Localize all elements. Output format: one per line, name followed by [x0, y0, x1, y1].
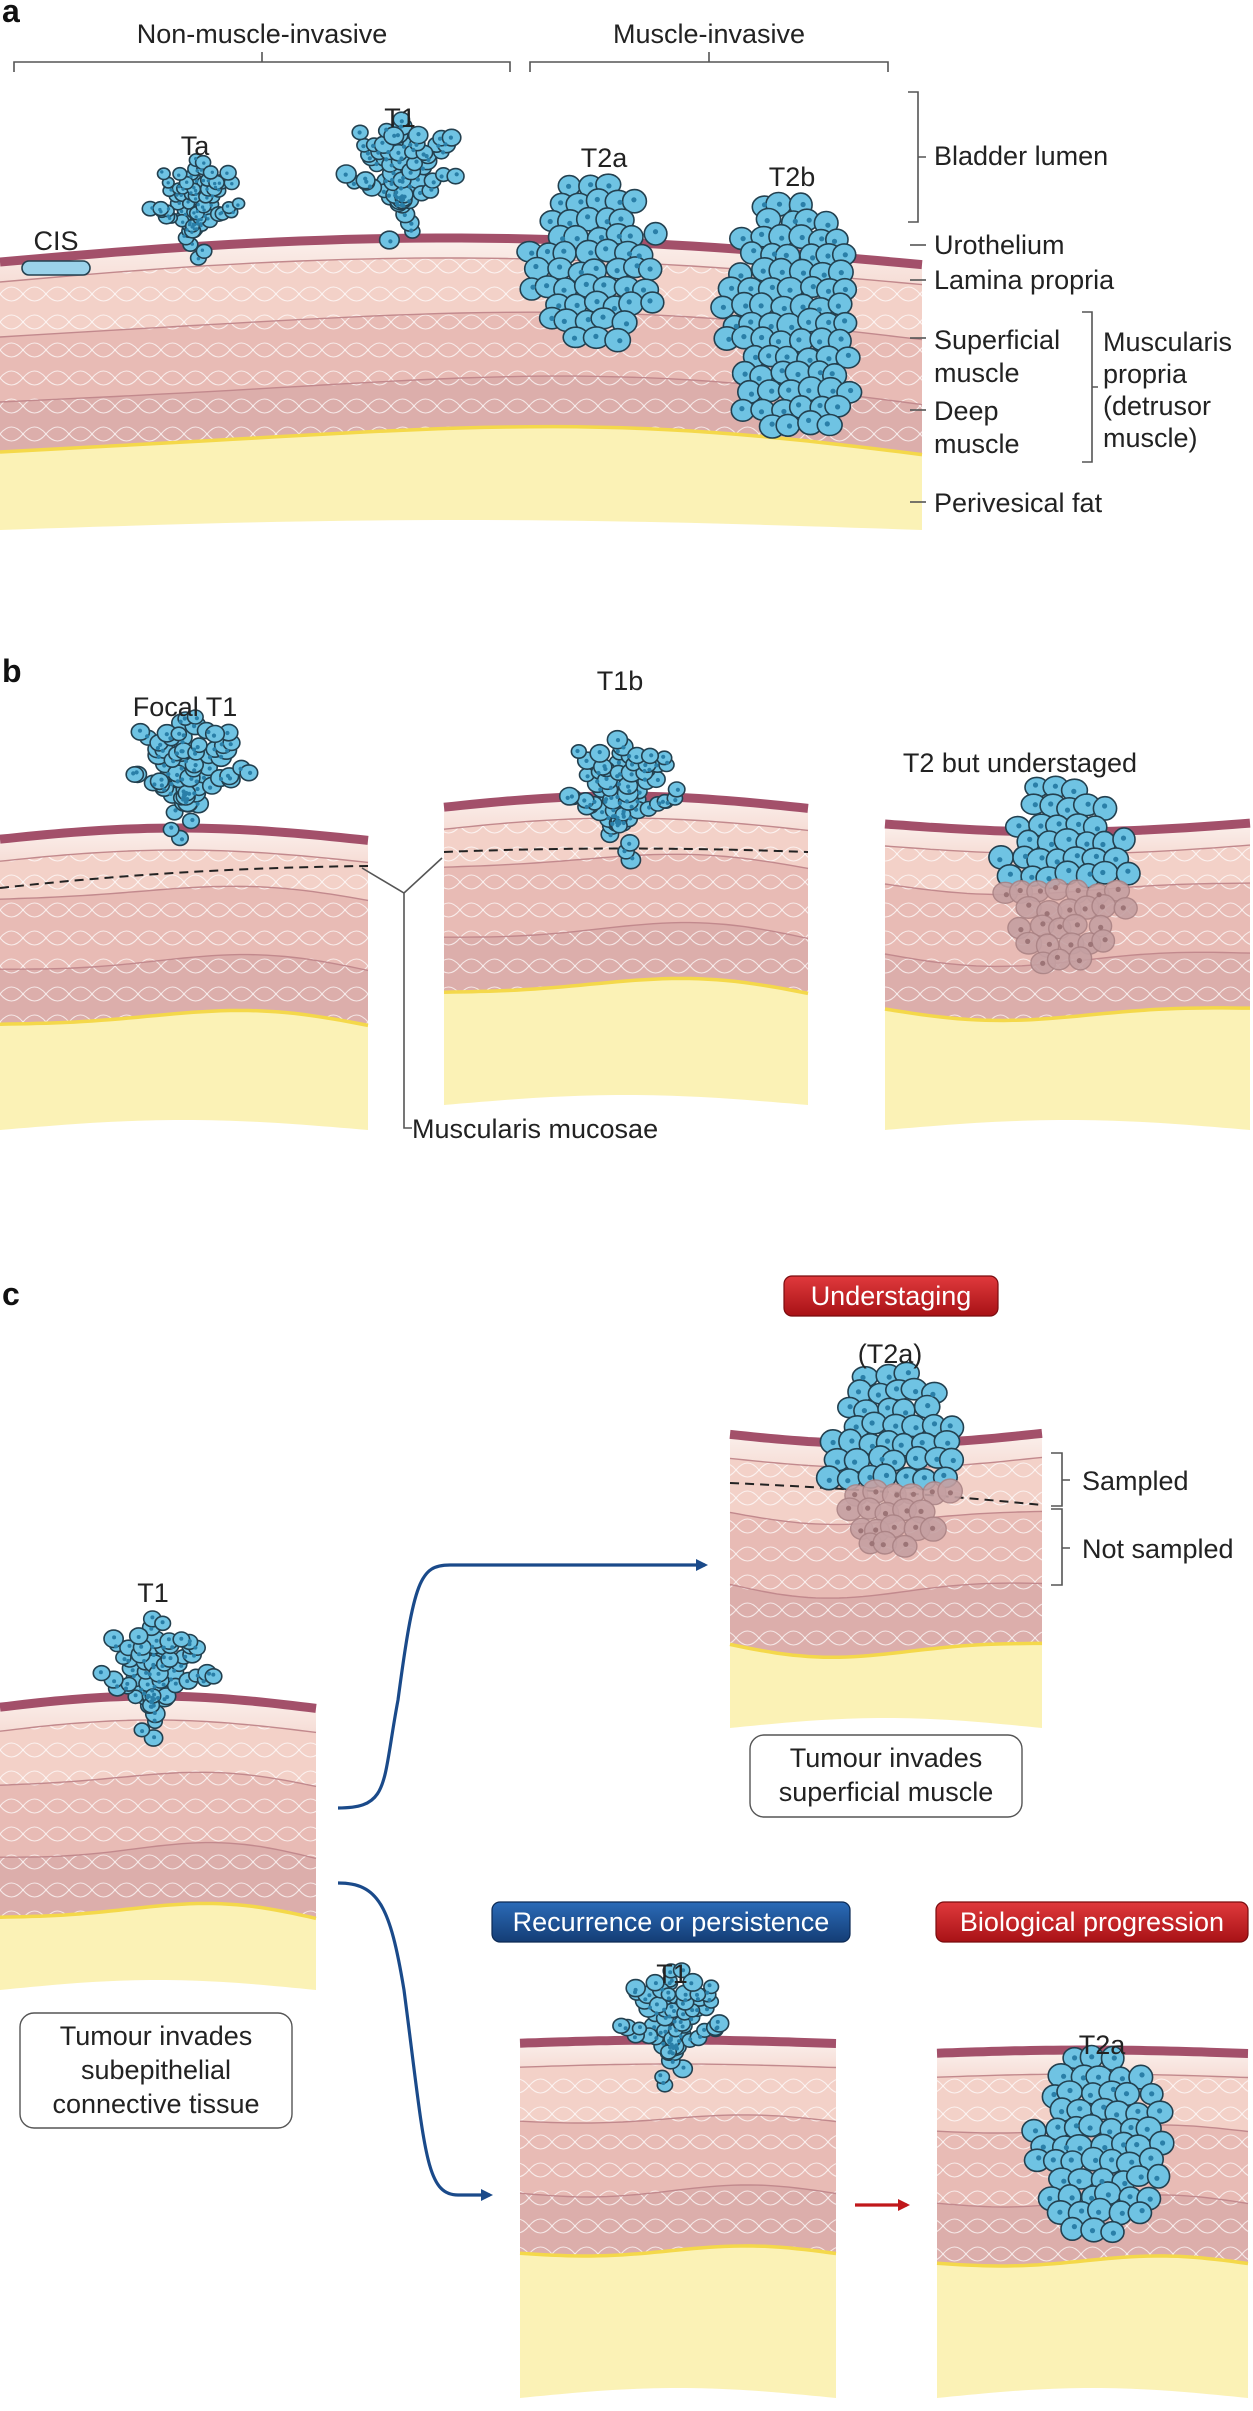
tumour-t2-understaged	[988, 775, 1141, 975]
panel-b-annotations: Focal T1 T1b T2 but understaged Muscular…	[133, 666, 1137, 1144]
tumour-progression-t2a	[1021, 2044, 1175, 2244]
label-muscularis-4: muscle)	[1103, 423, 1198, 453]
label-muscularis-2: propria	[1103, 359, 1188, 389]
group-non-muscle-invasive: Non-muscle-invasive	[137, 19, 388, 49]
tumour-t2b	[710, 191, 863, 439]
panel-letter-a: a	[2, 0, 20, 29]
label-t1b: T1b	[597, 666, 644, 696]
understaging-box-line-2: superficial muscle	[779, 1777, 994, 1807]
start-box-line-2: subepithelial	[81, 2055, 231, 2085]
layer-perivesical-fat: Perivesical fat	[934, 488, 1103, 518]
label-t1: T1	[384, 103, 416, 133]
tumour-t1-a	[335, 111, 465, 250]
label-muscularis-3: (detrusor	[1103, 391, 1211, 421]
tumour-focal-t1	[125, 709, 259, 847]
arrow-to-understaging	[337, 1559, 708, 1810]
tissue-panel-a	[0, 233, 923, 530]
label-muscularis-mucosae: Muscularis mucosae	[412, 1114, 658, 1144]
layer-bladder-lumen: Bladder lumen	[934, 141, 1108, 171]
layer-deep-muscle-1: Deep	[934, 396, 999, 426]
panel-c-annotations: T1 Tumour invades subepithelial connecti…	[19, 1275, 1249, 2211]
label-recurrence-t1: T1	[656, 1959, 688, 1989]
label-understaged-t2a: (T2a)	[858, 1339, 923, 1369]
pill-progression	[935, 1901, 1249, 1943]
pill-recurrence-text: Recurrence or persistence	[513, 1907, 830, 1937]
tumour-recurrence-t1	[612, 1962, 730, 2093]
layer-deep-muscle-2: muscle	[934, 429, 1020, 459]
tissue-blocks	[0, 233, 1251, 2398]
pill-progression-text: Biological progression	[960, 1907, 1224, 1937]
tissue-panel-b-focal	[0, 823, 369, 1130]
label-sampled: Sampled	[1082, 1466, 1189, 1496]
label-t2b: T2b	[769, 162, 816, 192]
tumour-t1b	[558, 729, 686, 870]
layer-superficial-muscle-2: muscle	[934, 358, 1020, 388]
arrow-to-recurrence	[337, 1881, 493, 2201]
label-muscularis-1: Muscularis	[1103, 327, 1232, 357]
tumour-t2a	[516, 173, 668, 353]
tissue-panel-b-t1b	[443, 791, 809, 1105]
layer-lamina-propria: Lamina propria	[934, 265, 1115, 295]
label-cis: CIS	[33, 226, 78, 256]
label-not-sampled: Not sampled	[1082, 1534, 1234, 1564]
panel-letter-b: b	[2, 653, 22, 689]
layer-superficial-muscle-1: Superficial	[934, 325, 1060, 355]
group-muscle-invasive: Muscle-invasive	[613, 19, 805, 49]
tumours	[21, 111, 1175, 2244]
tumour-understaged-t2a	[815, 1361, 965, 1558]
understaging-box-line-1: Tumour invades	[790, 1743, 983, 1773]
start-description-box	[19, 2012, 293, 2129]
label-t2-understaged: T2 but understaged	[903, 748, 1137, 778]
pill-recurrence	[491, 1901, 851, 1943]
tumour-ta	[141, 153, 246, 266]
panel-a-annotations: Non-muscle-invasive Muscle-invasive CIS …	[13, 19, 1232, 518]
label-t2a: T2a	[581, 143, 629, 173]
tissue-panel-c-recurrence	[519, 2035, 837, 2398]
cis-lesion	[21, 260, 91, 276]
tumour-start-t1	[92, 1610, 223, 1747]
label-progression-t2a: T2a	[1079, 2030, 1127, 2060]
start-box-line-3: connective tissue	[52, 2089, 259, 2119]
panel-letter-c: c	[2, 1276, 20, 1312]
pill-understaging	[783, 1275, 999, 1317]
start-box-line-1: Tumour invades	[60, 2021, 253, 2051]
label-start-t1: T1	[137, 1578, 169, 1608]
label-ta: Ta	[181, 131, 211, 161]
understaging-description-box	[749, 1734, 1023, 1818]
layer-urothelium: Urothelium	[934, 230, 1065, 260]
label-focal-t1: Focal T1	[133, 692, 238, 722]
pill-understaging-text: Understaging	[811, 1281, 972, 1311]
